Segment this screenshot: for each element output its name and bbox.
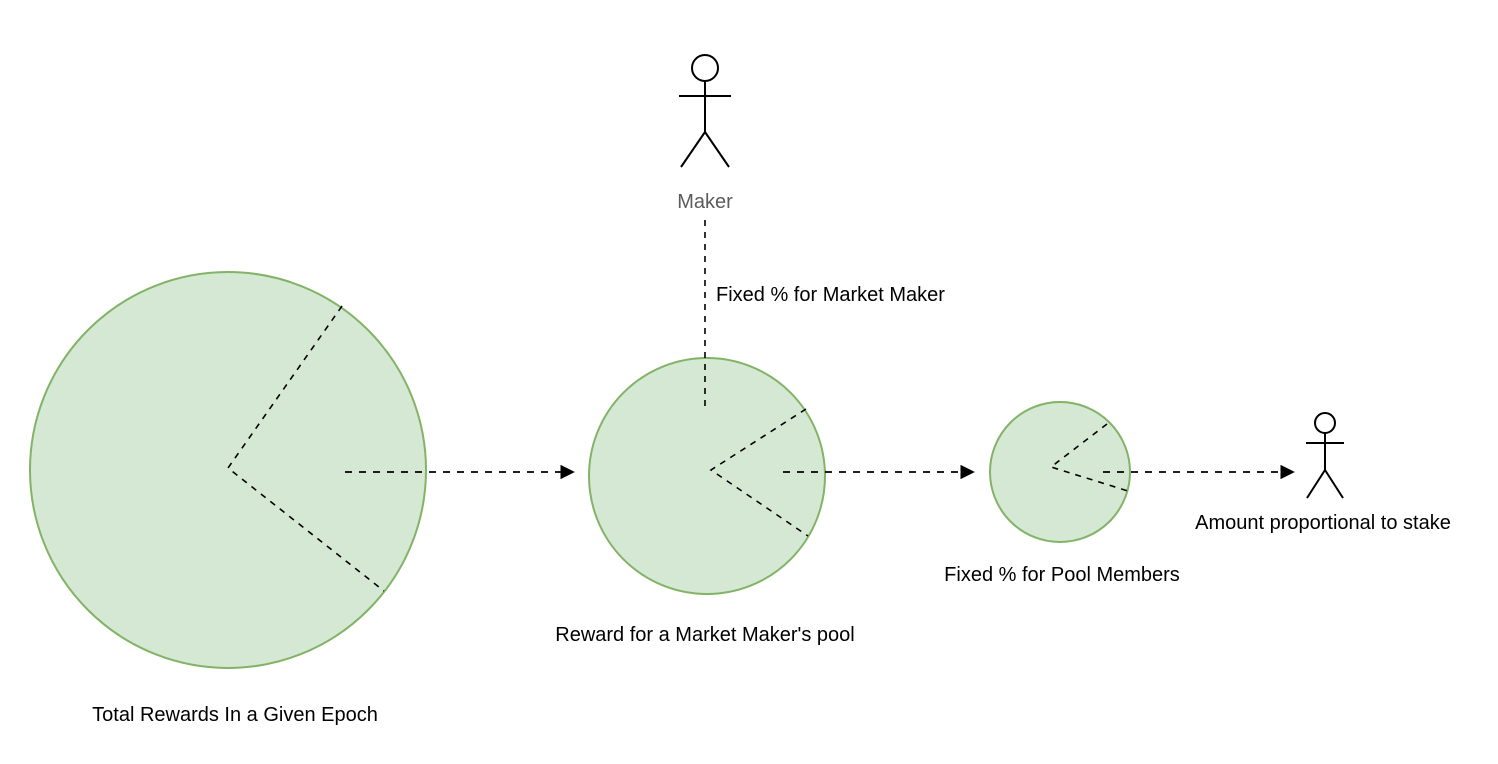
maker-actor-icon: [679, 54, 731, 168]
total-rewards-circle: [29, 271, 427, 669]
maker-actor-leg-right: [704, 131, 730, 168]
staker-actor-leg-left: [1306, 469, 1326, 499]
staker-actor-leg-right: [1324, 469, 1344, 499]
maker-actor-head: [691, 54, 719, 82]
maker-actor-leg-left: [680, 131, 706, 168]
maker-label: Maker: [677, 191, 733, 213]
fixed-pct-market-maker-label: Fixed % for Market Maker: [716, 284, 945, 306]
staker-actor-icon: [1306, 412, 1344, 499]
amount-proportional-label: Amount proportional to stake: [1195, 512, 1451, 534]
pool-reward-wedge-line: [709, 408, 809, 537]
pool-reward-circle: [588, 357, 826, 595]
pool-reward-label: Reward for a Market Maker's pool: [555, 624, 854, 646]
pool-members-wedge-line: [1049, 423, 1129, 492]
total-rewards-label: Total Rewards In a Given Epoch: [92, 704, 378, 726]
staker-actor-head: [1314, 412, 1336, 434]
fixed-pct-pool-members-label: Fixed % for Pool Members: [944, 564, 1180, 586]
pool-members-circle: [989, 401, 1131, 543]
